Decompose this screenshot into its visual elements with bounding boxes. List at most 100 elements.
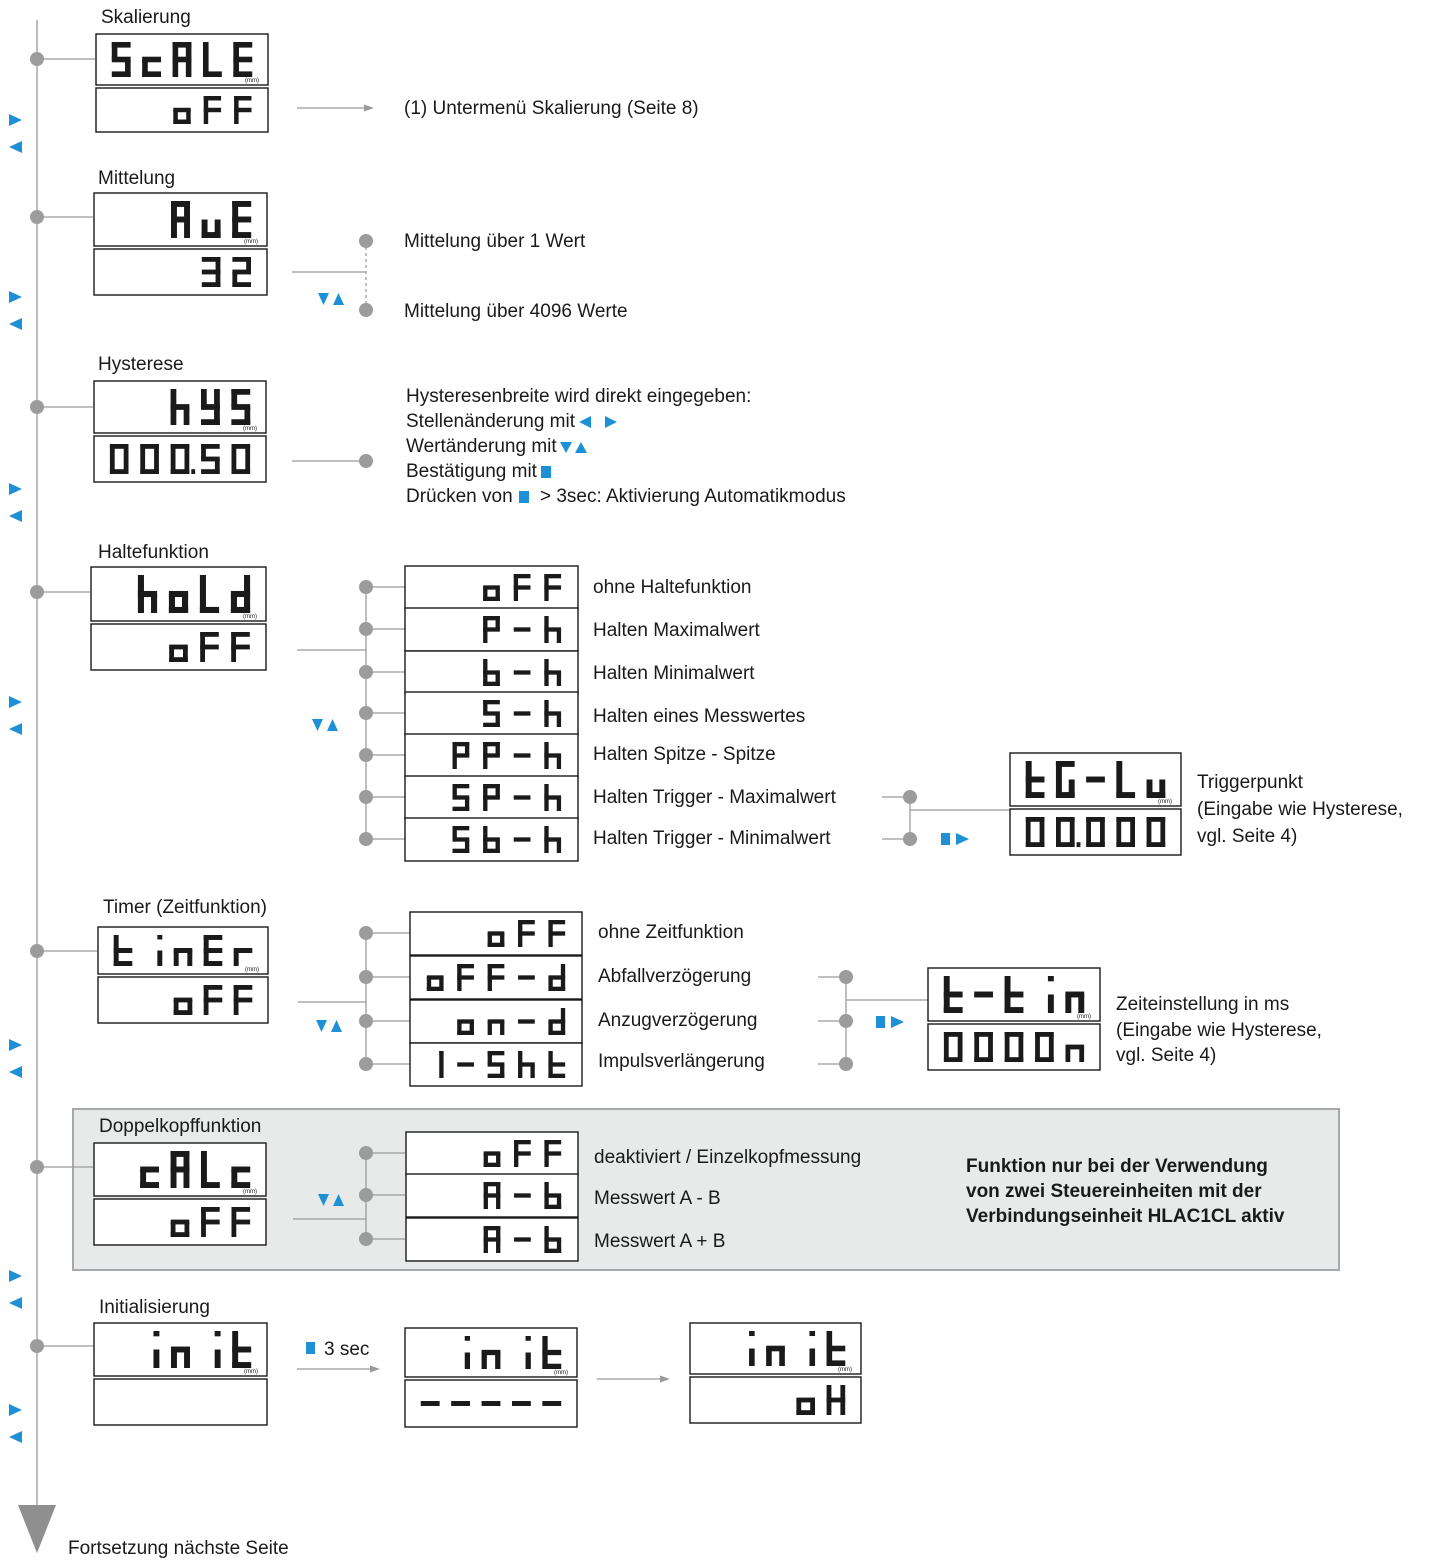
- halt-option-label-2: Halten Minimalwert: [593, 663, 755, 684]
- segment: [548, 1021, 553, 1035]
- lcd-digit: [483, 1182, 501, 1209]
- lcd-digit: [232, 201, 252, 238]
- segment: [231, 1219, 251, 1225]
- segment: [560, 977, 566, 991]
- next-key-icon: [9, 114, 22, 126]
- segment: [513, 627, 531, 632]
- lcd-digit: [481, 1349, 501, 1369]
- segment: [542, 1401, 562, 1406]
- lcd-digit: [234, 96, 252, 124]
- lcd-digit: [170, 389, 190, 425]
- segment: [544, 1182, 549, 1196]
- doppel-lcd-top: (mm): [93, 1142, 267, 1197]
- segment: [556, 1195, 562, 1209]
- segment: [1116, 832, 1122, 847]
- lcd-digit: [1065, 991, 1085, 1013]
- segment: [184, 219, 190, 238]
- segment: [170, 1222, 176, 1237]
- segment: [495, 742, 500, 756]
- segment: [201, 257, 221, 262]
- segment: [544, 753, 562, 758]
- lcd-digit: [137, 575, 158, 613]
- segment: [170, 1219, 190, 1225]
- segment: [779, 1348, 785, 1366]
- lcd-digit: [202, 42, 222, 77]
- lcd-digit: [233, 42, 253, 77]
- segment: [233, 42, 239, 60]
- segment: [513, 587, 519, 601]
- segment: [137, 594, 144, 613]
- segment: [943, 991, 963, 998]
- segment: [203, 950, 209, 966]
- segment: [556, 672, 562, 686]
- segment: [1047, 994, 1054, 1013]
- segment: [1018, 1032, 1024, 1047]
- hysterese-line2: Stellenänderung mit: [406, 410, 625, 433]
- segment: [943, 1057, 963, 1062]
- segment: [974, 1057, 993, 1062]
- segment: [170, 404, 190, 410]
- segment: [530, 1064, 535, 1078]
- segment: [201, 1219, 220, 1225]
- segment: [464, 1336, 471, 1341]
- lcd-digit: [230, 575, 251, 613]
- segment: [495, 784, 500, 798]
- segment: [496, 1153, 501, 1167]
- segment: [200, 644, 219, 650]
- segment: [518, 920, 523, 934]
- segment: [500, 1021, 505, 1035]
- segment: [487, 977, 492, 991]
- continue-arrow-icon: [18, 1505, 56, 1553]
- segment: [1018, 1047, 1024, 1062]
- segment: [231, 444, 251, 449]
- segment: [172, 56, 192, 63]
- segment: [826, 1345, 846, 1352]
- lcd-digit: [464, 1336, 471, 1369]
- segment: [140, 1166, 160, 1173]
- segment: [1035, 1047, 1040, 1062]
- timer-option-lcd-1: [409, 955, 583, 1000]
- lcd-digit: [170, 444, 196, 474]
- segment: [200, 1182, 220, 1188]
- lcd-digit: [426, 975, 444, 991]
- segment: [1078, 994, 1085, 1013]
- up-key-icon: [333, 1194, 344, 1206]
- left-right-keys-icon: [579, 415, 617, 428]
- segment: [168, 594, 175, 613]
- segment: [232, 1346, 252, 1353]
- segment: [495, 713, 500, 727]
- segment: [203, 96, 222, 101]
- back-key-icon: [9, 510, 22, 522]
- segment: [483, 711, 500, 716]
- lcd-digit: [513, 795, 531, 800]
- lcd-digit: [233, 985, 253, 1015]
- segment: [548, 1051, 553, 1065]
- segment: [201, 444, 206, 459]
- segment: [487, 1062, 505, 1067]
- segment: [203, 935, 223, 940]
- segment: [500, 933, 505, 947]
- segment: [171, 1349, 177, 1368]
- segment: [1065, 991, 1085, 998]
- segment: [548, 977, 553, 991]
- lcd-digit: [544, 616, 562, 643]
- segment: [988, 1032, 993, 1047]
- segment: [168, 606, 189, 613]
- segment: [232, 282, 251, 287]
- init-done-lcd-top: (mm): [689, 1322, 862, 1375]
- segment: [1116, 761, 1123, 780]
- lcd-digit: [439, 1051, 444, 1078]
- segment: [173, 948, 193, 953]
- segment: [1025, 776, 1045, 783]
- segment: [203, 948, 223, 953]
- segment: [548, 986, 566, 991]
- halt-option-lcd-0: [404, 565, 579, 610]
- segment: [518, 920, 535, 925]
- segment: [172, 59, 179, 77]
- segment: [170, 459, 176, 474]
- segment: [548, 1030, 566, 1035]
- hysterese-line5-b: > 3sec: Aktivierung Automatikmodus: [539, 486, 846, 507]
- decimal-point: [1076, 842, 1081, 847]
- doppel-option-label-1: Messwert A - B: [594, 1188, 721, 1209]
- segment: [231, 1207, 237, 1222]
